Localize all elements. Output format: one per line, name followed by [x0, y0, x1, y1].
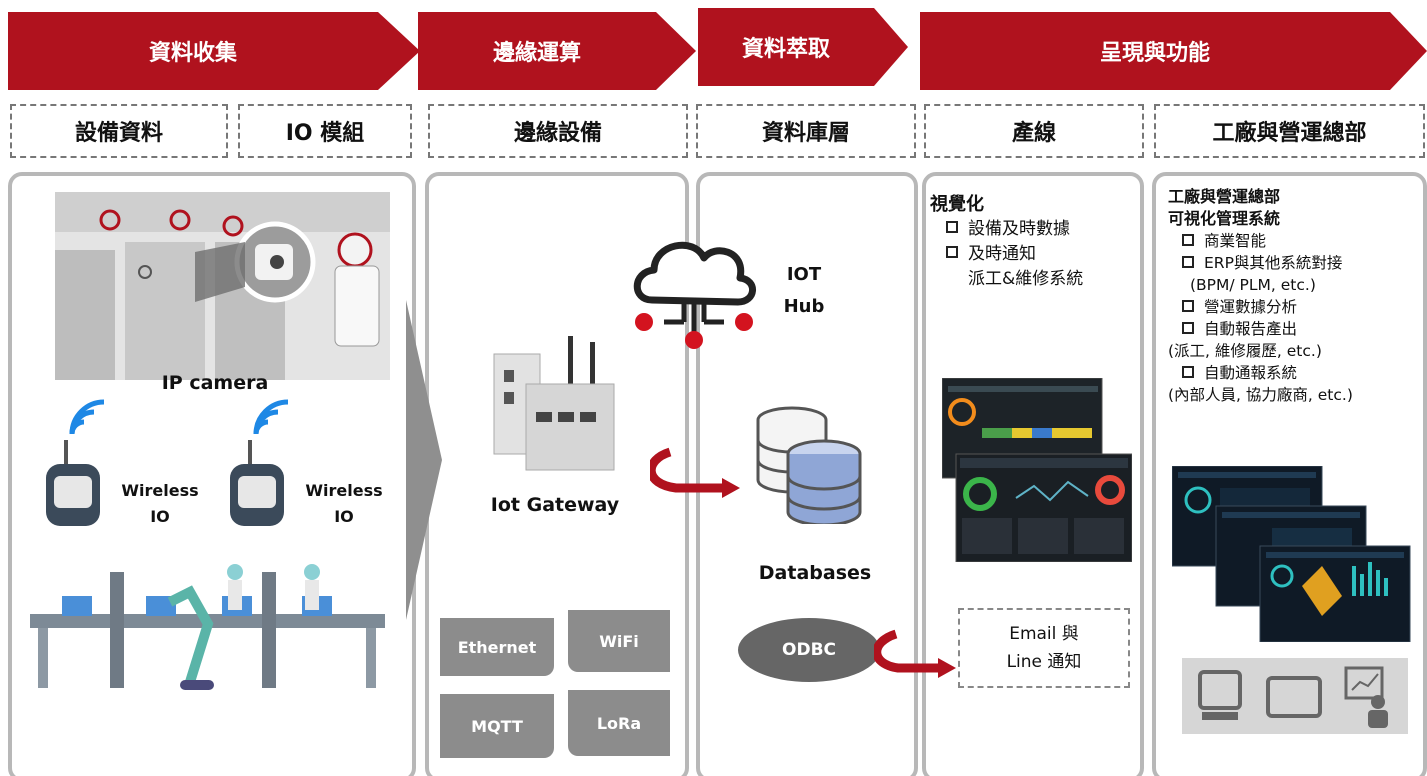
hq-item-label: 自動通報系統: [1204, 364, 1298, 382]
flow-arrow: [406, 300, 442, 620]
hq-title-2: 可視化管理系統: [1168, 209, 1281, 228]
iot-hub-label-1: IOT: [786, 264, 822, 285]
checkbox-icon: [1182, 321, 1194, 334]
protocol-mqtt-tag: MQTT: [440, 694, 554, 758]
visual-title: 視覺化: [930, 194, 984, 215]
protocol-lora-tag: LoRa: [568, 690, 670, 756]
wireless-io-device-icon: [46, 440, 100, 526]
hq-item-alert: 自動通報系統: [1168, 362, 1424, 384]
hq-item-label: ERP與其他系統對接: [1204, 254, 1343, 272]
stage-banner-presentation: 呈現與功能: [920, 12, 1427, 90]
tablet-icon: [1266, 676, 1322, 718]
iot-gateway-device-icon: [493, 336, 615, 471]
hq-item-label: 自動報告產出: [1204, 320, 1298, 338]
stage-label: 資料萃取: [741, 37, 830, 62]
production-line-illustration: [30, 564, 385, 690]
presentation-icon: [1344, 666, 1388, 728]
stage-banner-data-collection: 資料收集: [8, 12, 420, 90]
curved-arrow-odbc-to-notify: [874, 629, 956, 678]
ip-camera-label: IP camera: [161, 372, 269, 394]
curved-arrow-gateway-to-db: [650, 447, 740, 498]
iot-gateway-label: Iot Gateway: [490, 494, 620, 516]
subheader-edge-device: 邊緣設備: [428, 104, 688, 158]
hq-item-report: 自動報告產出: [1168, 318, 1424, 340]
banner-arrow-shape: [920, 12, 1427, 90]
visual-item-label: 及時通知: [968, 244, 1036, 264]
protocol-wifi-tag: WiFi: [568, 610, 670, 672]
checkbox-icon: [946, 221, 958, 233]
stage-label: 邊緣運算: [492, 41, 581, 66]
wifi-signal-icon: [69, 399, 105, 435]
visual-item-realtime-data: 設備及時數據: [930, 217, 1140, 242]
notify-box: Email 與 Line 通知: [958, 608, 1130, 688]
banner-arrow-shape: [8, 12, 420, 90]
production-dashboard-screenshot: [942, 378, 1132, 562]
device-icons-strip: [1182, 658, 1408, 734]
checkbox-icon: [1182, 365, 1194, 378]
iot-hub-label-2: Hub: [783, 296, 825, 317]
visual-item-continuation: 派工&維修系統: [968, 269, 1084, 289]
subheader-equipment-data: 設備資料: [10, 104, 228, 158]
factory-camera-illustration: [55, 192, 390, 380]
hq-item-label: 營運數據分析: [1204, 298, 1298, 316]
wireless-io-device-icon: [230, 440, 284, 526]
hq-item-bi: 商業智能: [1168, 230, 1424, 252]
hq-item-note: (內部人員, 協力廠商, etc.): [1168, 386, 1353, 404]
hq-item-label: 商業智能: [1204, 232, 1267, 250]
stage-label: 資料收集: [148, 41, 237, 66]
checkbox-icon: [1182, 299, 1194, 312]
hq-item-erp: ERP與其他系統對接: [1168, 252, 1424, 274]
desktop-icon: [1198, 670, 1242, 720]
cloud-icon: [633, 241, 756, 349]
production-visual-list: 視覺化 設備及時數據 及時通知 派工&維修系統: [930, 192, 1140, 292]
protocol-ethernet-tag: Ethernet: [440, 618, 554, 676]
notify-line-1: Email 與: [1009, 624, 1079, 644]
odbc-ellipse: ODBC: [738, 618, 880, 682]
stage-label: 呈現與功能: [1099, 41, 1210, 66]
wifi-signal-icon: [253, 399, 289, 435]
wireless-io-label: Wireless IO: [121, 481, 199, 526]
hq-feature-list: 工廠與營運總部 可視化管理系統 商業智能 ERP與其他系統對接 (BPM/ PL…: [1168, 186, 1424, 406]
checkbox-icon: [946, 246, 958, 258]
hq-title-1: 工廠與營運總部: [1168, 187, 1281, 206]
subheader-io-module: IO 模組: [238, 104, 412, 158]
hq-item-note: (BPM/ PLM, etc.): [1190, 276, 1316, 294]
subheader-production-line: 產線: [924, 104, 1144, 158]
banner-arrow-shape: [698, 8, 908, 86]
checkbox-icon: [1182, 255, 1194, 268]
visual-item-label: 設備及時數據: [968, 219, 1070, 239]
notify-line-2: Line 通知: [1006, 652, 1082, 672]
visual-item-realtime-notify: 及時通知: [930, 242, 1140, 267]
hq-item-analytics: 營運數據分析: [1168, 296, 1424, 318]
subheader-factory-hq: 工廠與營運總部: [1154, 104, 1425, 158]
stage-banner-data-extraction: 資料萃取: [698, 8, 908, 86]
database-icon: [756, 406, 862, 524]
hq-dashboard-screenshots: [1172, 466, 1411, 642]
stage-banner-edge-computing: 邊緣運算: [418, 12, 696, 90]
subheader-database-layer: 資料庫層: [696, 104, 916, 158]
checkbox-icon: [1182, 233, 1194, 246]
banner-arrow-shape: [418, 12, 696, 90]
wireless-io-label: Wireless IO: [305, 481, 383, 526]
databases-label: Databases: [758, 562, 872, 584]
hq-item-note: (派工, 維修履歷, etc.): [1168, 342, 1322, 360]
